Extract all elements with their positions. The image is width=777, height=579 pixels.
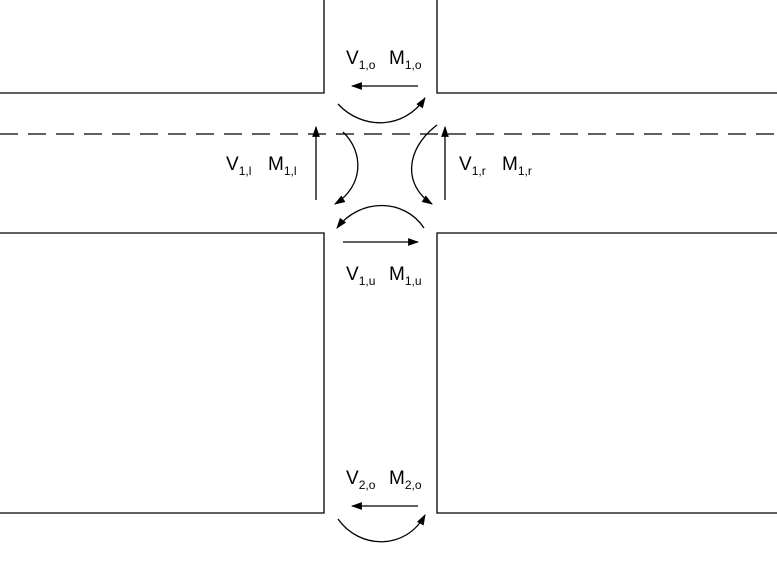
label-v1o: V1,o [346,48,376,72]
channel-outline [0,0,777,514]
label-v1r: V1,r [459,154,486,178]
lower-left-block [0,232,325,514]
moment-arrow-m1r [410,124,438,205]
label-v1u: V1,u [346,264,375,288]
label-v1l: V1,l [226,154,251,178]
label-m1u: M1,u [389,264,422,288]
moment-arrow-m1o [337,97,426,124]
moment-arrows [334,97,438,543]
moment-arrow-m2o [337,514,426,543]
moment-arrow-m1u [336,205,425,229]
label-m2o: M2,o [389,468,422,492]
label-v2o: V2,o [346,468,376,492]
upper-left-block [0,0,325,94]
label-m1o: M1,o [389,48,422,72]
upper-right-block [436,0,777,94]
labels: V1,o M1,o V1,l M1,l V1,r M1,r V1,u M1,u … [226,48,532,492]
label-m1r: M1,r [502,154,532,178]
label-m1l: M1,l [268,154,297,178]
force-arrows [312,82,449,510]
moment-arrow-m1l [334,131,359,205]
lower-right-block [436,232,777,514]
